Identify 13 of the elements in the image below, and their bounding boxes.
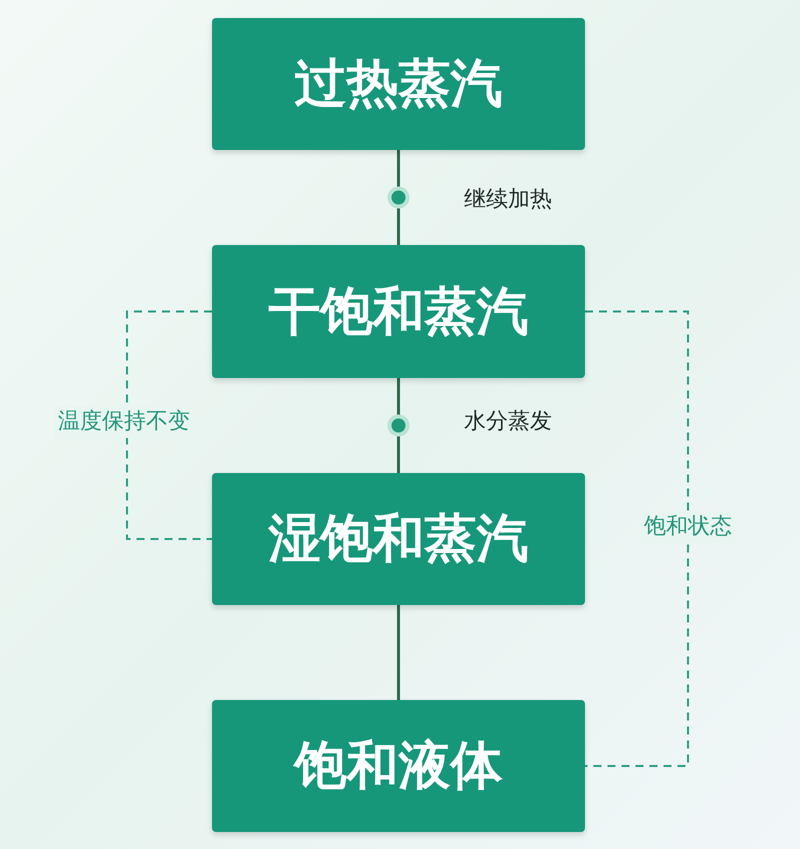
process-box [212,18,585,150]
edge-label: 继续加热 [464,186,552,214]
box-title: 过热蒸汽 [294,53,502,116]
process-box [212,700,585,832]
process-box [212,245,585,378]
box-title: 饱和液体 [294,735,502,798]
connector [397,605,400,700]
connector [126,310,212,540]
box-title: 湿饱和蒸汽 [268,508,528,571]
edge-label: 水分蒸发 [464,408,552,436]
process-box [212,473,585,605]
connector [585,310,689,767]
box-title: 干饱和蒸汽 [268,280,528,344]
